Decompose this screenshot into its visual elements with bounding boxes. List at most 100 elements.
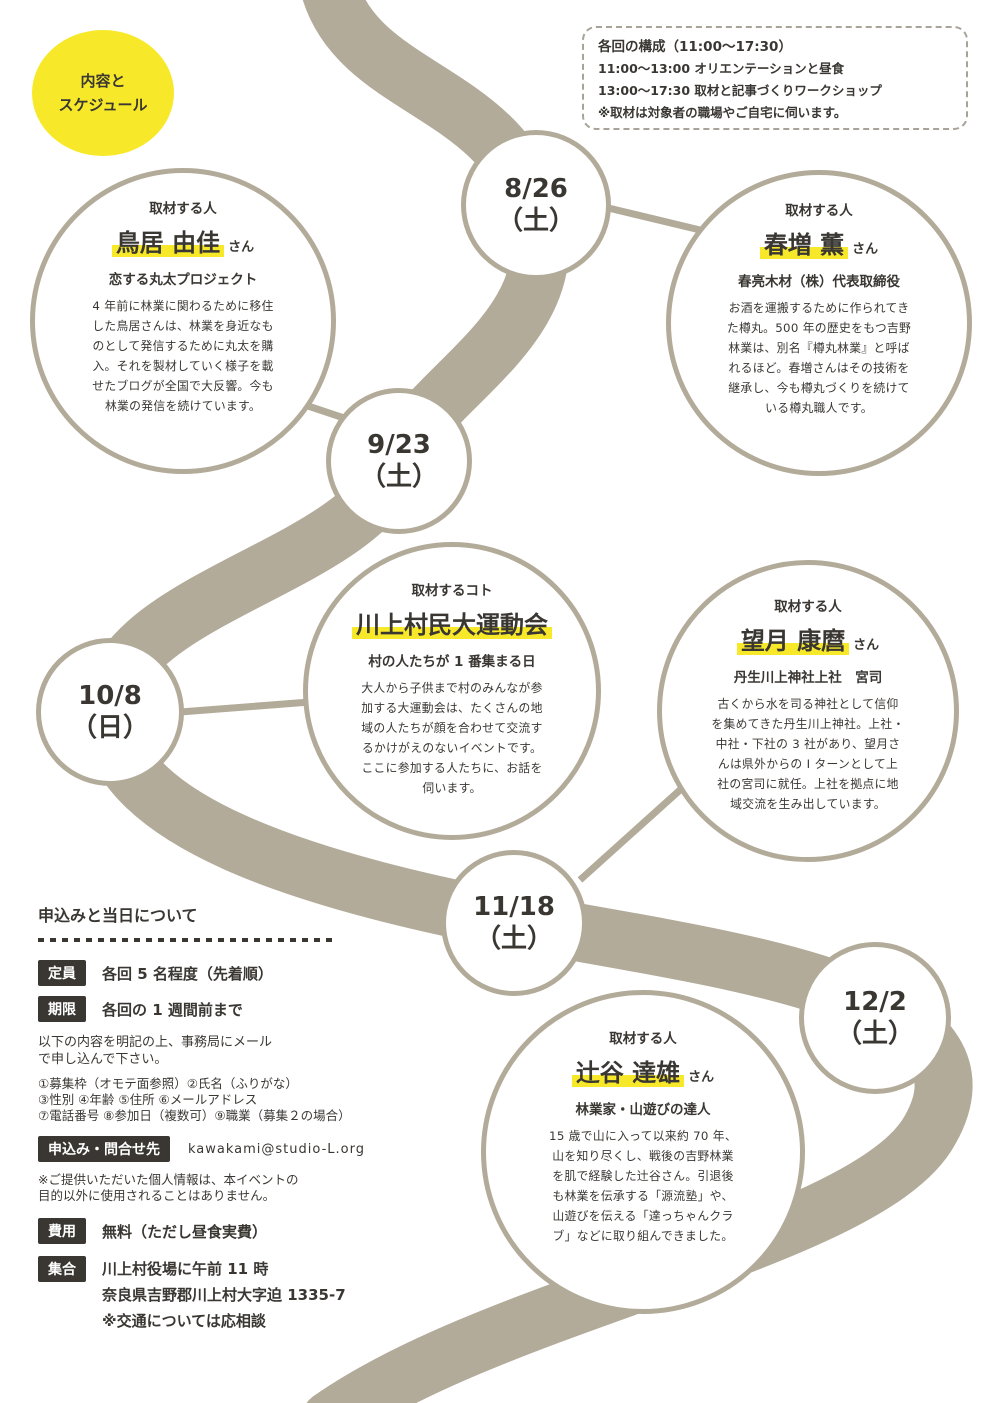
desc-line: 古くから水を司る神社として信仰: [717, 697, 899, 711]
desc-line: ここに参加する人たちに、お話を: [361, 761, 543, 775]
event-description: 15 歳で山に入って以来約 70 年、 山を知り尽くし、戦後の吉野林業 を肌で経…: [549, 1126, 737, 1246]
name-suffix: さん: [688, 1070, 715, 1085]
desc-line: した鳥居さんは、林業を身近なも: [92, 319, 274, 333]
deadline-row: 期限 各回の 1 週間前まで: [38, 996, 458, 1022]
meeting-line: ※交通については応相談: [102, 1312, 266, 1330]
desc-line: んは県外からの I ターンとして上: [717, 757, 899, 771]
application-info: 申込みと当日について 定員 各回 5 名程度（先着順） 期限 各回の 1 週間前…: [38, 902, 458, 1334]
desc-line: れるほど。春増さんはその技術を: [728, 361, 910, 375]
date-circle-0923: 9/23 （土）: [326, 388, 472, 534]
date-circle-0826: 8/26 （土）: [461, 130, 611, 280]
desc-line: るかけがえのないイベントです。: [361, 741, 543, 755]
desc-line: いる樽丸職人です。: [765, 401, 873, 415]
date-circle-1202: 12/2 （土）: [799, 942, 951, 1094]
desc-line: 入。それを製材していく様子を載: [92, 359, 274, 373]
meeting-line: 川上村役場に午前 11 時: [102, 1260, 269, 1278]
desc-line: 林業の発信を続けています。: [104, 399, 262, 413]
event-org: 春亮木材（株）代表取締役: [738, 274, 900, 290]
date-text: 10/8: [78, 681, 142, 711]
desc-line: お酒を運搬するために作られてき: [728, 301, 910, 315]
apply-note: 以下の内容を明記の上、事務局にメール で申し込んで下さい。: [38, 1034, 458, 1068]
dotted-divider: [38, 938, 338, 942]
desc-line: 加する大運動会は、たくさんの地: [361, 701, 543, 715]
meeting-details: 川上村役場に午前 11 時 奈良県吉野郡川上村大字迫 1335-7 ※交通につい…: [102, 1256, 346, 1334]
event-name: 春増 薫さん: [759, 225, 879, 260]
privacy-line: ※ご提供いただいた個人情報は、本イベントの: [38, 1172, 299, 1187]
fee-row: 費用 無料（ただし昼食実費）: [38, 1218, 458, 1244]
event-name: 望月 康麿さん: [736, 621, 880, 656]
person-name: 辻谷 達雄: [571, 1059, 685, 1087]
badge-line-1: 内容と: [80, 72, 126, 90]
event-org: 恋する丸太プロジェクト: [108, 272, 258, 288]
deadline-text: 各回の 1 週間前まで: [102, 1000, 243, 1019]
name-suffix: さん: [852, 242, 879, 257]
fee-text: 無料（ただし昼食実費）: [102, 1222, 268, 1241]
schedule-line: ※取材は対象者の職場やご自宅に伺います。: [598, 105, 847, 120]
date-text: 11/18: [473, 892, 555, 922]
meeting-tag: 集合: [38, 1256, 86, 1282]
desc-line: 4 年前に林業に関わるために移住: [92, 299, 274, 313]
contact-row: 申込み・問合せ先 kawakami@studio-L.org: [38, 1136, 458, 1162]
event-description: 古くから水を司る神社として信仰 を集めてきた丹生川上神社。上社・ 中社・下社の …: [711, 694, 904, 814]
privacy-note: ※ご提供いただいた個人情報は、本イベントの 目的以外に使用されることはありません…: [38, 1172, 458, 1204]
privacy-line: 目的以外に使用されることはありません。: [38, 1188, 276, 1203]
desc-line: 山を知り尽くし、戦後の吉野林業: [552, 1149, 734, 1163]
required-fields: ①募集枠（オモテ面参照）②氏名（ふりがな） ③性別 ④年齢 ⑤住所 ⑥メールアド…: [38, 1076, 458, 1124]
weekday-text: （土）: [474, 924, 553, 954]
name-suffix: さん: [853, 638, 880, 653]
desc-line: も林業を伝承する「源流塾」や、: [552, 1189, 734, 1203]
desc-line: せたブログが全国で大反響。今も: [92, 379, 274, 393]
desc-line: ブ」などに取り組んできました。: [552, 1229, 734, 1243]
event-name: 鳥居 由佳さん: [111, 223, 255, 258]
event-name: 辻谷 達雄さん: [571, 1053, 715, 1088]
event-org: 丹生川上神社上社 宮司: [733, 670, 883, 686]
desc-line: 林業は、別名『樽丸林業』と呼ば: [728, 341, 910, 355]
desc-line: 継承し、今も樽丸づくりを続けて: [728, 381, 910, 395]
event-circle-harumasu: 取材する人 春増 薫さん 春亮木材（株）代表取締役 お酒を運搬するために作られて…: [666, 170, 972, 476]
name-suffix: さん: [228, 240, 255, 255]
desc-line: 中社・下社の 3 社があり、望月さ: [715, 737, 901, 751]
apply-note-line: で申し込んで下さい。: [38, 1052, 168, 1067]
fields-line: ①募集枠（オモテ面参照）②氏名（ふりがな）: [38, 1076, 298, 1091]
fields-line: ③性別 ④年齢 ⑤住所 ⑥メールアドレス: [38, 1092, 258, 1107]
capacity-text: 各回 5 名程度（先着順）: [102, 964, 273, 983]
date-circle-1008: 10/8 （日）: [36, 638, 184, 786]
weekday-text: （日）: [70, 713, 149, 743]
weekday-text: （土）: [835, 1019, 914, 1049]
event-kind: 取材する人: [785, 203, 853, 219]
desc-line: を肌で経験した辻谷さん。引退後: [552, 1169, 734, 1183]
info-heading: 申込みと当日について: [38, 906, 198, 925]
event-name: 川上村民大運動会: [352, 605, 552, 640]
badge-line-2: スケジュール: [58, 96, 148, 114]
event-description: 大人から子供まで村のみんなが参 加する大運動会は、たくさんの地 域の人たちが顔を…: [361, 678, 542, 798]
contact-email[interactable]: kawakami@studio-L.org: [188, 1141, 365, 1157]
desc-line: 山遊びを伝える「達っちゃんクラ: [552, 1209, 734, 1223]
schedule-line: 13:00〜17:30 取材と記事づくりワークショップ: [598, 83, 882, 98]
person-name: 望月 康麿: [736, 627, 850, 655]
desc-line: 域交流を生み出しています。: [730, 797, 886, 811]
desc-line: を集めてきた丹生川上神社。上社・: [711, 717, 905, 731]
desc-line: 大人から子供まで村のみんなが参: [361, 681, 543, 695]
capacity-row: 定員 各回 5 名程度（先着順）: [38, 960, 458, 986]
event-description: お酒を運搬するために作られてき た樽丸。500 年の歴史をもつ吉野 林業は、別名…: [727, 298, 911, 418]
desc-line: のとして発信するために丸太を購: [92, 339, 274, 353]
event-circle-tsujitani: 取材する人 辻谷 達雄さん 林業家・山遊びの達人 15 歳で山に入って以来約 7…: [481, 990, 805, 1314]
contact-tag: 申込み・問合せ先: [38, 1136, 170, 1162]
date-text: 8/26: [504, 174, 568, 204]
desc-line: た樽丸。500 年の歴史をもつ吉野: [726, 321, 912, 335]
event-circle-undoukai: 取材するコト 川上村民大運動会 村の人たちが 1 番集まる日 大人から子供まで村…: [303, 542, 601, 840]
capacity-tag: 定員: [38, 960, 86, 986]
desc-line: 15 歳で山に入って以来約 70 年、: [549, 1129, 737, 1143]
event-kind: 取材する人: [149, 201, 217, 217]
apply-note-line: 以下の内容を明記の上、事務局にメール: [38, 1035, 273, 1050]
event-circle-mochizuki: 取材する人 望月 康麿さん 丹生川上神社上社 宮司 古くから水を司る神社として信…: [657, 560, 959, 862]
meeting-line: 奈良県吉野郡川上村大字迫 1335-7: [102, 1286, 346, 1304]
event-description: 4 年前に林業に関わるために移住 した鳥居さんは、林業を身近なも のとして発信す…: [92, 296, 273, 416]
event-title: 川上村民大運動会: [352, 611, 552, 639]
event-kind: 取材する人: [609, 1031, 677, 1047]
date-circle-1118: 11/18 （土）: [441, 850, 587, 996]
desc-line: 社の宮司に就任。上社を拠点に地: [717, 777, 899, 791]
desc-line: 域の人たちが顔を合わせて交流す: [361, 721, 543, 735]
deadline-tag: 期限: [38, 996, 86, 1022]
meeting-row: 集合 川上村役場に午前 11 時 奈良県吉野郡川上村大字迫 1335-7 ※交通…: [38, 1256, 458, 1334]
